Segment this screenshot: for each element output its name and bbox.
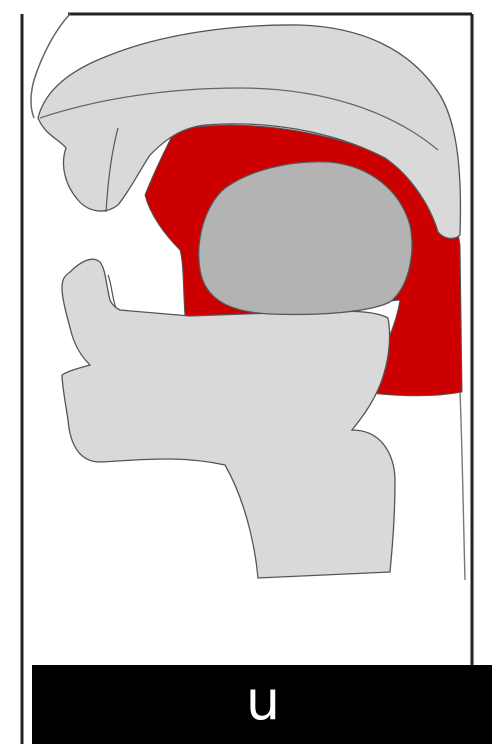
phoneme-label-bar: u bbox=[32, 665, 492, 744]
pharyngeal-wall bbox=[460, 392, 465, 580]
phoneme-label: u bbox=[246, 674, 280, 728]
tongue bbox=[199, 162, 412, 315]
